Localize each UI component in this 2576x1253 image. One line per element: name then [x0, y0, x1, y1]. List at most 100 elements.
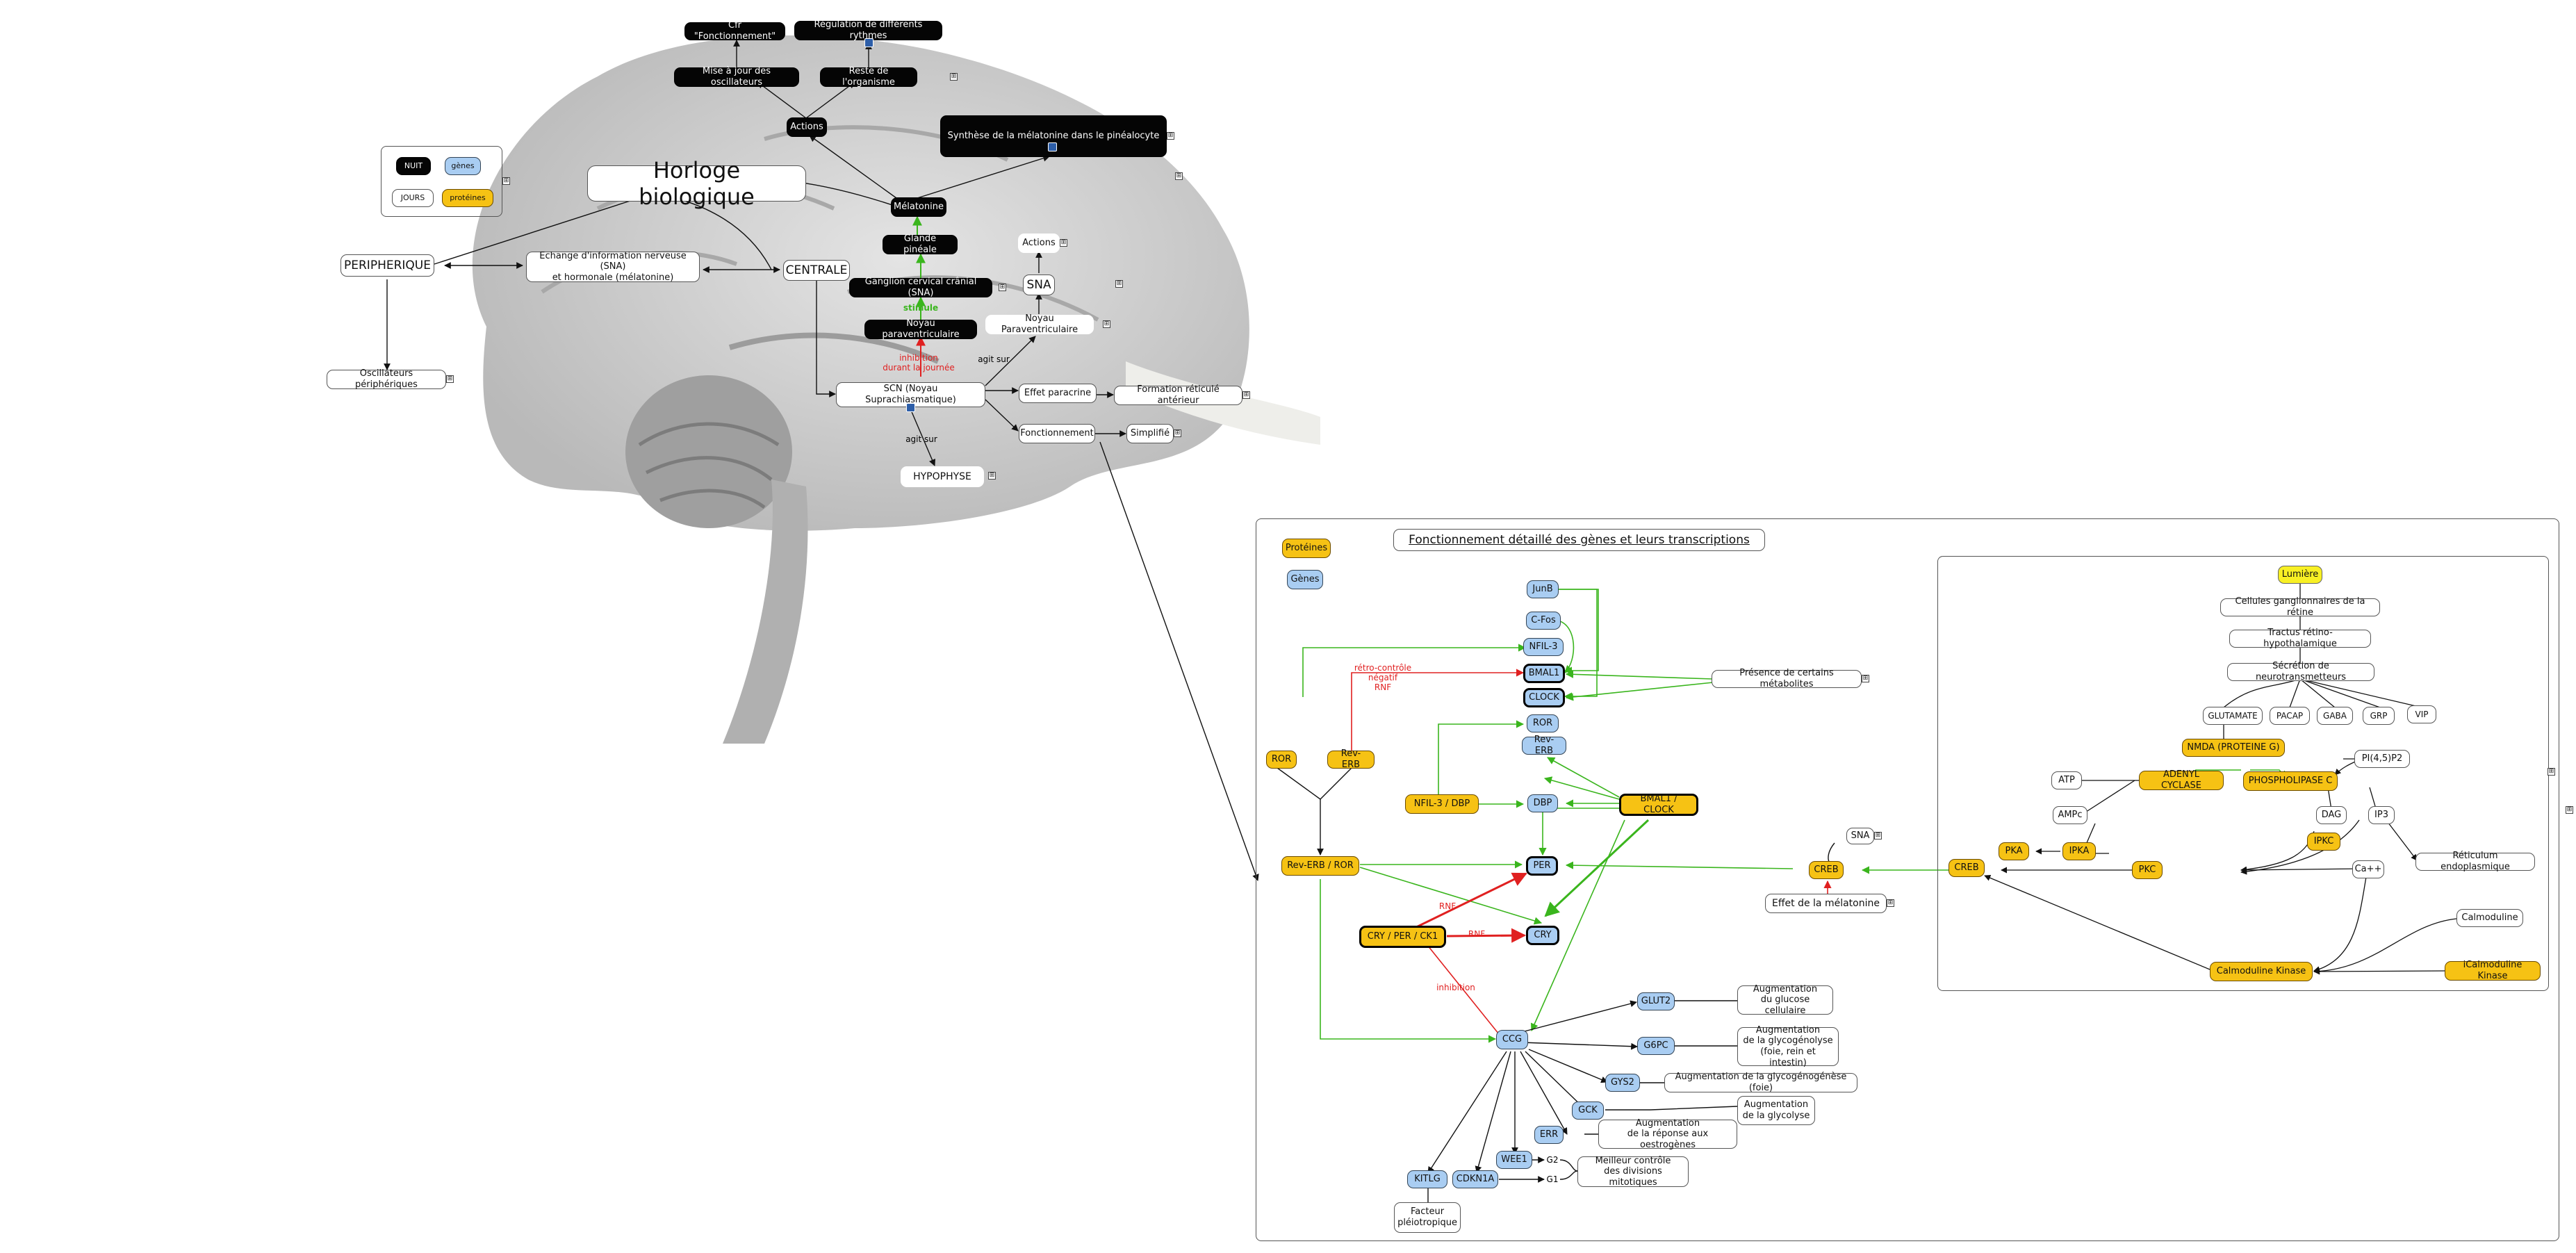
node-err-effect[interactable]: Augmentation de la réponse aux oestrogèn… [1598, 1118, 1737, 1150]
node-reticulum[interactable]: Réticulum endoplasmique [2415, 851, 2535, 872]
expand-icon[interactable]: ⊞ [999, 284, 1006, 291]
protein-nmda[interactable]: NMDA (PROTEINE G) [2182, 739, 2285, 757]
node-gaba[interactable]: GABA [2317, 707, 2353, 725]
expand-icon[interactable]: ⊞ [988, 472, 996, 480]
node-centrale[interactable]: CENTRALE [783, 260, 850, 281]
protein-creb-detail[interactable]: CREB [1809, 861, 1844, 879]
node-effet-paracrine[interactable]: Effet paracrine [1019, 384, 1097, 403]
protein-reverb-ror[interactable]: Rev-ERB / ROR [1281, 856, 1359, 876]
node-hypophyse[interactable]: HYPOPHYSE [901, 466, 984, 487]
gene-ror[interactable]: ROR [1527, 714, 1559, 732]
expand-icon[interactable]: ⊞ [2548, 768, 2555, 776]
node-ca[interactable]: Ca++ [2352, 860, 2384, 878]
expand-icon[interactable]: ⊞ [1887, 899, 1894, 907]
gene-cdkn1a[interactable]: CDKN1A [1452, 1170, 1498, 1188]
node-ip3[interactable]: IP3 [2368, 806, 2395, 824]
gene-nfil3[interactable]: NFIL-3 [1523, 638, 1564, 656]
expand-icon[interactable]: ⊞ [2566, 806, 2573, 814]
node-peripherique[interactable]: PERIPHERIQUE [341, 254, 434, 277]
node-synthese-melatonine[interactable]: Synthèse de la mélatonine dans le pinéal… [940, 115, 1167, 157]
legend-genes[interactable]: gènes [445, 157, 481, 175]
node-actions-white[interactable]: Actions [1018, 234, 1060, 253]
node-regulation[interactable]: Régulation de différents rythmes [794, 19, 942, 41]
protein-pka[interactable]: PKA [1999, 842, 2029, 860]
legend-nuit[interactable]: NUIT [396, 157, 431, 175]
gene-kitlg[interactable]: KITLG [1407, 1170, 1447, 1188]
node-dag[interactable]: DAG [2316, 806, 2347, 824]
node-cellules-ganglionnaires[interactable]: Cellules ganglionnaires de la rétine [2220, 596, 2380, 618]
gene-bmal1[interactable]: BMAL1 [1523, 664, 1565, 683]
gene-glut2[interactable]: GLUT2 [1637, 992, 1675, 1010]
expand-icon[interactable]: ⊞ [950, 73, 958, 81]
protein-pkc[interactable]: PKC [2132, 861, 2163, 879]
node-fonctionnement[interactable]: Fonctionnement [1019, 424, 1095, 443]
gene-gck[interactable]: GCK [1572, 1102, 1604, 1120]
gene-cry[interactable]: CRY [1526, 926, 1559, 945]
node-sna-top[interactable]: SNA [1023, 275, 1055, 295]
expand-icon[interactable]: ⊞ [1874, 832, 1882, 840]
node-formation-reticule[interactable]: Formation réticulé antérieur [1114, 384, 1242, 406]
node-metabolites[interactable]: Présence de certains métabolites [1712, 668, 1862, 689]
node-lumiere[interactable]: Lumière [2278, 566, 2322, 584]
protein-creb-retina[interactable]: CREB [1949, 859, 1985, 877]
node-melatonine[interactable]: Mélatonine [891, 197, 946, 217]
node-g6pc-effect[interactable]: Augmentation de la glycogénolyse (foie, … [1737, 1025, 1839, 1068]
gene-junb[interactable]: JunB [1527, 580, 1559, 598]
node-facteur-pleiotropique[interactable]: Facteur pléiotropique [1394, 1202, 1461, 1233]
node-scn[interactable]: SCN (Noyau Suprachiasmatique) [836, 382, 985, 407]
node-gys2-effect[interactable]: Augmentation de la glycogénogénèse (foie… [1664, 1072, 1857, 1093]
node-simplifie[interactable]: Simplifié [1126, 424, 1174, 443]
node-tractus[interactable]: Tractus rétino-hypothalamique [2229, 628, 2371, 649]
gene-err[interactable]: ERR [1534, 1126, 1564, 1144]
expand-icon[interactable]: ⊞ [1242, 391, 1250, 399]
node-ganglion-cervical[interactable]: Ganglion cervical crânial (SNA) [849, 277, 992, 298]
gene-wee1[interactable]: WEE1 [1496, 1151, 1532, 1169]
protein-calmoduline-kinase[interactable]: Calmoduline Kinase [2210, 962, 2313, 981]
node-cfr-fonctionnement[interactable]: Cfr "Fonctionnement" [684, 20, 785, 42]
gene-gys2[interactable]: GYS2 [1605, 1074, 1640, 1092]
protein-adenyl-cyclase[interactable]: ADENYL CYCLASE [2139, 769, 2224, 791]
expand-icon[interactable]: ⊞ [1167, 132, 1174, 140]
legend-proteines-detail[interactable]: Protéines [1282, 539, 1331, 558]
gene-clock[interactable]: CLOCK [1523, 688, 1565, 707]
gene-dbp[interactable]: DBP [1527, 794, 1558, 812]
legend-jours[interactable]: JOURS [392, 189, 434, 207]
protein-phospholipase[interactable]: PHOSPHOLIPASE C [2243, 771, 2338, 791]
protein-cry-per-ck1[interactable]: CRY / PER / CK1 [1359, 926, 1446, 948]
protein-reverb[interactable]: Rev-ERB [1327, 748, 1375, 770]
protein-nfil3-dbp[interactable]: NFIL-3 / DBP [1405, 794, 1479, 814]
node-sna-detail[interactable]: SNA [1846, 828, 1874, 844]
expand-icon[interactable]: ⊞ [1862, 675, 1869, 682]
protein-bmal1-clock[interactable]: BMAL1 / CLOCK [1619, 794, 1698, 816]
node-vip[interactable]: VIP [2407, 705, 2436, 723]
node-pacap[interactable]: PACAP [2270, 707, 2310, 725]
node-noyau-paraventriculaire-black[interactable]: Noyau paraventriculaire [864, 318, 977, 340]
expand-icon[interactable]: ⊞ [502, 177, 510, 185]
node-glande-pineale[interactable]: Glande pinéale [883, 234, 958, 255]
protein-ipka[interactable]: IPKA [2062, 842, 2096, 860]
node-calmoduline[interactable]: Calmoduline [2456, 909, 2523, 927]
node-ampc[interactable]: AMPc [2053, 806, 2087, 824]
protein-ror[interactable]: ROR [1266, 751, 1297, 769]
node-glut2-effect[interactable]: Augmentation du glucose cellulaire [1737, 984, 1833, 1016]
node-glutamate[interactable]: GLUTAMATE [2203, 707, 2263, 725]
node-echange-information[interactable]: Echange d'information nerveuse (SNA) et … [526, 251, 700, 283]
node-oscillateurs-peripheriques[interactable]: Oscillateurs périphériques [327, 368, 446, 390]
expand-icon[interactable]: ⊞ [1060, 239, 1067, 247]
expand-icon[interactable]: ⊞ [1174, 429, 1181, 437]
gene-reverb[interactable]: Rev-ERB [1522, 735, 1566, 756]
node-effet-melatonine[interactable]: Effet de la mélatonine [1765, 894, 1887, 913]
gene-g6pc[interactable]: G6PC [1637, 1037, 1675, 1055]
legend-genes-detail[interactable]: Gènes [1287, 570, 1323, 589]
expand-icon[interactable]: ⊞ [446, 375, 454, 383]
title-horloge[interactable]: Horloge biologique [587, 157, 806, 210]
expand-icon[interactable]: ⊞ [1103, 320, 1110, 328]
node-secretion[interactable]: Sécrétion de neurotransmetteurs [2227, 661, 2374, 682]
node-mise-a-jour[interactable]: Mise à jour des oscillateurs [674, 66, 799, 88]
gene-cfos[interactable]: C-Fos [1526, 612, 1561, 630]
node-gck-effect[interactable]: Augmentation de la glycolyse [1737, 1096, 1815, 1125]
gene-ccg[interactable]: CCG [1496, 1030, 1528, 1049]
node-grp[interactable]: GRP [2363, 707, 2395, 725]
protein-ipkc[interactable]: IPKC [2307, 833, 2340, 851]
gene-per[interactable]: PER [1526, 856, 1558, 876]
